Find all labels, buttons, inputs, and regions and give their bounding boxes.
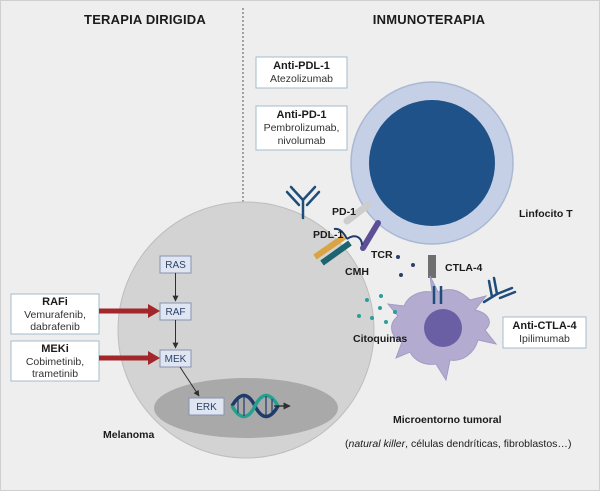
anti-pdl1-box: [255, 56, 348, 89]
cytokine-dots: [357, 255, 415, 324]
title-targeted-therapy: TERAPIA DIRIGIDA: [84, 12, 206, 27]
pdl1-label: PDL-1: [313, 229, 343, 241]
raf-label: RAF: [166, 307, 186, 318]
anti-ctla4-box: [502, 316, 587, 349]
anti-pd1-drug-1: Pembrolizumab,: [264, 122, 340, 134]
tcr-binding-antibody: [346, 235, 363, 246]
pdl1-binding-antibody: [333, 227, 348, 240]
meki-arrowhead: [148, 351, 160, 365]
t-lymphocyte-label: Linfocito T: [519, 208, 573, 220]
ras-label: RAS: [165, 260, 186, 271]
dendritic-receptor: [432, 286, 443, 304]
rafi-arrowhead: [148, 304, 160, 318]
cytokines-label: Citoquinas: [353, 333, 407, 345]
erk-box: [188, 397, 225, 416]
arrow-mek-erk: [179, 366, 200, 397]
antibody-anti-pd1-icon: [285, 185, 321, 220]
meki-drug-1: Cobimetinib,: [26, 356, 84, 368]
antibody-anti-ctla4-icon: [482, 276, 517, 304]
rafi-drug-2: dabrafenib: [30, 321, 80, 333]
anti-pd1-box: [255, 105, 348, 151]
melanoma-label: Melanoma: [103, 429, 155, 441]
cmh-label: CMH: [345, 266, 369, 278]
ctla4-label: CTLA-4: [445, 262, 482, 274]
microenvironment-detail: (natural killer, células dendríticas, fi…: [345, 438, 571, 450]
microenvironment-detail-rest: , células dendríticas, fibroblastos…: [405, 438, 568, 450]
pd1-label: PD-1: [332, 206, 356, 218]
microenvironment-title: Microentorno tumoral: [393, 414, 502, 426]
pdl1-ligand: [313, 234, 346, 260]
anti-pdl1-title: Anti-PDL-1: [273, 60, 330, 72]
mek-box: [159, 349, 192, 368]
meki-title: MEKi: [41, 343, 69, 355]
pd1-receptor: [343, 201, 372, 225]
anti-pd1-title: Anti-PD-1: [276, 109, 326, 121]
anti-pdl1-drug: Atezolizumab: [270, 73, 333, 85]
cmh-complex: [320, 240, 352, 266]
mek-label: MEK: [165, 354, 187, 365]
tcr-receptor: [360, 220, 381, 251]
anti-ctla4-title: Anti-CTLA-4: [512, 320, 577, 332]
t-lymphocyte-nucleus: [369, 100, 495, 226]
meki-drug-2: trametinib: [32, 368, 78, 380]
rafi-drug-1: Vemurafenib,: [24, 309, 86, 321]
microenvironment-detail-italic: natural killer: [349, 438, 406, 450]
rafi-box: [10, 293, 100, 335]
ctla4-receptor: [428, 255, 436, 278]
tcr-label: TCR: [371, 249, 393, 261]
meki-box: [10, 340, 100, 382]
dna-icon: [230, 393, 291, 419]
anti-pd1-drug-2: nivolumab: [278, 135, 326, 147]
rafi-title: RAFi: [42, 296, 68, 308]
melanoma-nucleus: [154, 378, 338, 438]
dendritic-cell-nucleus: [424, 309, 462, 347]
title-immunotherapy: INMUNOTERAPIA: [373, 12, 486, 27]
erk-label: ERK: [196, 402, 217, 413]
anti-ctla4-drug: Ipilimumab: [519, 333, 570, 345]
